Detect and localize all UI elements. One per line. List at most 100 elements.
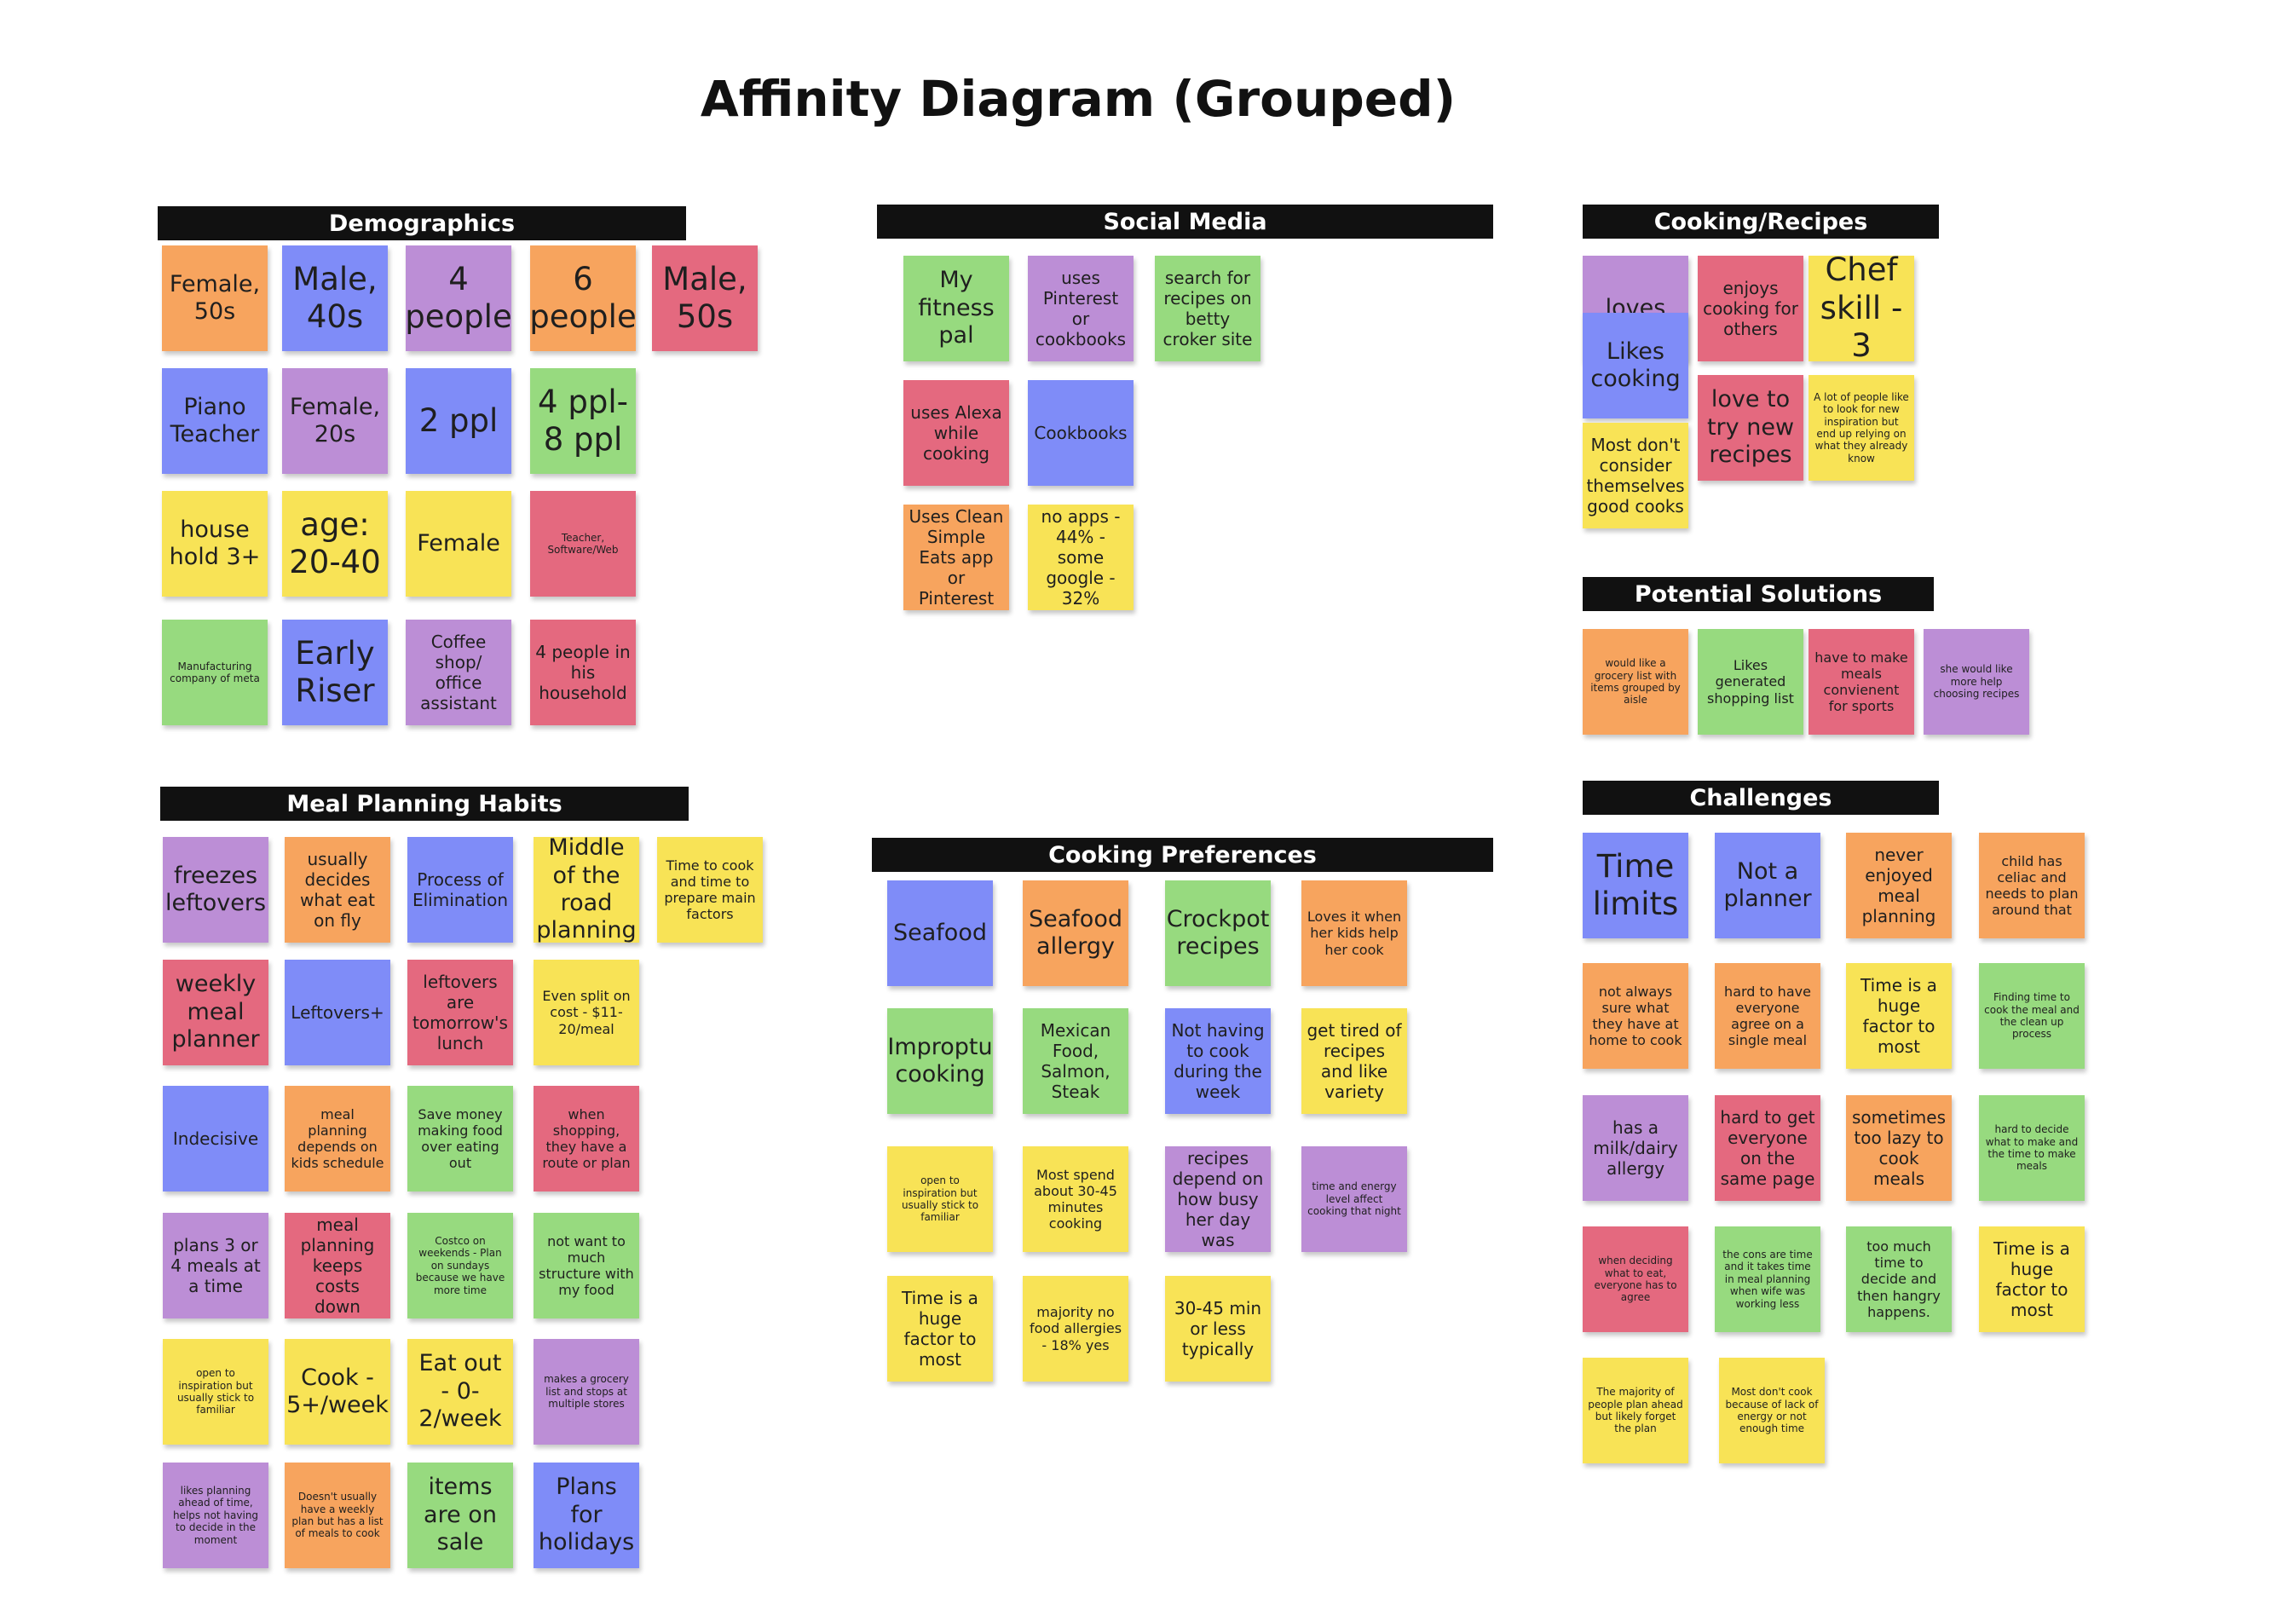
sticky-note[interactable]: when deciding what to eat, everyone has … bbox=[1583, 1226, 1688, 1332]
sticky-note[interactable]: Doesn't usually have a weekly plan but h… bbox=[285, 1463, 390, 1568]
sticky-note[interactable]: has a milk/dairy allergy bbox=[1583, 1095, 1688, 1201]
group-header-challenges: Challenges bbox=[1583, 781, 1939, 815]
sticky-note[interactable]: Most don't cook because of lack of energ… bbox=[1719, 1358, 1825, 1463]
sticky-note[interactable]: Loves it when her kids help her cook bbox=[1301, 880, 1407, 986]
sticky-note[interactable]: the cons are time and it takes time in m… bbox=[1715, 1226, 1820, 1332]
sticky-note[interactable]: Teacher, Software/Web bbox=[530, 491, 636, 597]
sticky-note[interactable]: Indecisive bbox=[163, 1086, 268, 1191]
sticky-note[interactable]: Mexican Food, Salmon, Steak bbox=[1023, 1008, 1128, 1114]
sticky-note[interactable]: Process of Elimination bbox=[407, 837, 513, 943]
sticky-note[interactable]: Most don't consider themselves good cook… bbox=[1583, 423, 1688, 528]
sticky-note[interactable]: Male, 40s bbox=[282, 245, 388, 351]
sticky-note[interactable]: get tired of recipes and like variety bbox=[1301, 1008, 1407, 1114]
sticky-note[interactable]: recipes depend on how busy her day was bbox=[1165, 1146, 1271, 1252]
group-header-potential-solutions: Potential Solutions bbox=[1583, 577, 1934, 611]
sticky-note[interactable]: likes planning ahead of time, helps not … bbox=[163, 1463, 268, 1568]
sticky-note[interactable]: 30-45 min or less typically bbox=[1165, 1276, 1271, 1382]
sticky-note[interactable]: Early Riser bbox=[282, 620, 388, 725]
sticky-note[interactable]: Time to cook and time to prepare main fa… bbox=[657, 837, 763, 943]
sticky-note[interactable]: 6 people bbox=[530, 245, 636, 351]
sticky-note[interactable]: enjoys cooking for others bbox=[1698, 256, 1803, 361]
sticky-note[interactable]: usually decides what eat on fly bbox=[285, 837, 390, 943]
sticky-note[interactable]: sometimes too lazy to cook meals bbox=[1846, 1095, 1952, 1201]
sticky-note[interactable]: Female bbox=[406, 491, 511, 597]
sticky-note[interactable]: Cookbooks bbox=[1028, 380, 1134, 486]
sticky-note[interactable]: not always sure what they have at home t… bbox=[1583, 963, 1688, 1069]
group-header-cooking-recipes: Cooking/Recipes bbox=[1583, 205, 1939, 239]
sticky-note[interactable]: love to try new recipes bbox=[1698, 375, 1803, 481]
sticky-note[interactable]: weekly meal planner bbox=[163, 960, 268, 1065]
sticky-note[interactable]: 4 people bbox=[406, 245, 511, 351]
sticky-note[interactable]: Female, 50s bbox=[162, 245, 268, 351]
sticky-note[interactable]: have to make meals convienent for sports bbox=[1809, 629, 1914, 735]
sticky-note[interactable]: open to inspiration but usually stick to… bbox=[887, 1146, 993, 1252]
sticky-note[interactable]: Even split on cost - $11-20/meal bbox=[534, 960, 639, 1065]
sticky-note[interactable]: Piano Teacher bbox=[162, 368, 268, 474]
sticky-note[interactable]: Leftovers+ bbox=[285, 960, 390, 1065]
sticky-note[interactable]: freezes leftovers bbox=[163, 837, 268, 943]
sticky-note[interactable]: My fitness pal bbox=[903, 256, 1009, 361]
sticky-note[interactable]: uses Pinterest or cookbooks bbox=[1028, 256, 1134, 361]
sticky-note[interactable]: majority no food allergies - 18% yes bbox=[1023, 1276, 1128, 1382]
sticky-note[interactable]: Female, 20s bbox=[282, 368, 388, 474]
sticky-note[interactable]: Coffee shop/ office assistant bbox=[406, 620, 511, 725]
sticky-note[interactable]: too much time to decide and then hangry … bbox=[1846, 1226, 1952, 1332]
sticky-note[interactable]: meal planning depends on kids schedule bbox=[285, 1086, 390, 1191]
sticky-note[interactable]: Likes generated shopping list bbox=[1698, 629, 1803, 735]
sticky-note[interactable]: not want to much structure with my food bbox=[534, 1213, 639, 1318]
page-title: Affinity Diagram (Grouped) bbox=[700, 70, 1457, 128]
sticky-note[interactable]: leftovers are tomorrow's lunch bbox=[407, 960, 513, 1065]
sticky-note[interactable]: makes a grocery list and stops at multip… bbox=[534, 1339, 639, 1445]
group-header-demographics: Demographics bbox=[158, 206, 686, 240]
sticky-note[interactable]: Eat out - 0-2/week bbox=[407, 1339, 513, 1445]
sticky-note[interactable]: Finding time to cook the meal and the cl… bbox=[1979, 963, 2085, 1069]
sticky-note[interactable]: Likes cooking bbox=[1583, 313, 1688, 418]
sticky-note[interactable]: time and energy level affect cooking tha… bbox=[1301, 1146, 1407, 1252]
sticky-note[interactable]: hard to decide what to make and the time… bbox=[1979, 1095, 2085, 1201]
sticky-note[interactable]: Male, 50s bbox=[652, 245, 758, 351]
sticky-note[interactable]: Manufacturing company of meta bbox=[162, 620, 268, 725]
sticky-note[interactable]: 4 people in his household bbox=[530, 620, 636, 725]
sticky-note[interactable]: Cook - 5+/week bbox=[285, 1339, 390, 1445]
sticky-note[interactable]: meal planning keeps costs down bbox=[285, 1213, 390, 1318]
sticky-note[interactable]: child has celiac and needs to plan aroun… bbox=[1979, 833, 2085, 938]
sticky-note[interactable]: Chef skill - 3 bbox=[1809, 256, 1914, 361]
group-header-meal-planning-habits: Meal Planning Habits bbox=[160, 787, 689, 821]
sticky-note[interactable]: Middle of the road planning bbox=[534, 837, 639, 943]
sticky-note[interactable]: search for recipes on betty croker site bbox=[1155, 256, 1260, 361]
sticky-note[interactable]: no apps - 44% - some google - 32% bbox=[1028, 505, 1134, 610]
group-header-cooking-preferences: Cooking Preferences bbox=[872, 838, 1493, 872]
sticky-note[interactable]: The majority of people plan ahead but li… bbox=[1583, 1358, 1688, 1463]
sticky-note[interactable]: when shopping, they have a route or plan bbox=[534, 1086, 639, 1191]
sticky-note[interactable]: Not having to cook during the week bbox=[1165, 1008, 1271, 1114]
sticky-note[interactable]: Plans for holidays bbox=[534, 1463, 639, 1568]
sticky-note[interactable]: plans 3 or 4 meals at a time bbox=[163, 1213, 268, 1318]
sticky-note[interactable]: open to inspiration but usually stick to… bbox=[163, 1339, 268, 1445]
sticky-note[interactable]: Crockpot recipes bbox=[1165, 880, 1271, 986]
sticky-note[interactable]: Improptu cooking bbox=[887, 1008, 993, 1114]
sticky-note[interactable]: Uses Clean Simple Eats app or Pinterest bbox=[903, 505, 1009, 610]
sticky-note[interactable]: Time limits bbox=[1583, 833, 1688, 938]
sticky-note[interactable]: Time is a huge factor to most bbox=[1846, 963, 1952, 1069]
group-header-social-media: Social Media bbox=[877, 205, 1493, 239]
sticky-note[interactable]: hard to have everyone agree on a single … bbox=[1715, 963, 1820, 1069]
sticky-note[interactable]: Not a planner bbox=[1715, 833, 1820, 938]
sticky-note[interactable]: Costco on weekends - Plan on sundays bec… bbox=[407, 1213, 513, 1318]
sticky-note[interactable]: Time is a huge factor to most bbox=[887, 1276, 993, 1382]
sticky-note[interactable]: items are on sale bbox=[407, 1463, 513, 1568]
sticky-note[interactable]: A lot of people like to look for new ins… bbox=[1809, 375, 1914, 481]
sticky-note[interactable]: Time is a huge factor to most bbox=[1979, 1226, 2085, 1332]
sticky-note[interactable]: Seafood allergy bbox=[1023, 880, 1128, 986]
sticky-note[interactable]: age: 20-40 bbox=[282, 491, 388, 597]
sticky-note[interactable]: Most spend about 30-45 minutes cooking bbox=[1023, 1146, 1128, 1252]
sticky-note[interactable]: would like a grocery list with items gro… bbox=[1583, 629, 1688, 735]
sticky-note[interactable]: uses Alexa while cooking bbox=[903, 380, 1009, 486]
sticky-note[interactable]: 4 ppl-8 ppl bbox=[530, 368, 636, 474]
sticky-note[interactable]: Seafood bbox=[887, 880, 993, 986]
sticky-note[interactable]: she would like more help choosing recipe… bbox=[1924, 629, 2029, 735]
sticky-note[interactable]: 2 ppl bbox=[406, 368, 511, 474]
sticky-note[interactable]: house hold 3+ bbox=[162, 491, 268, 597]
sticky-note[interactable]: Save money making food over eating out bbox=[407, 1086, 513, 1191]
sticky-note[interactable]: hard to get everyone on the same page bbox=[1715, 1095, 1820, 1201]
sticky-note[interactable]: never enjoyed meal planning bbox=[1846, 833, 1952, 938]
